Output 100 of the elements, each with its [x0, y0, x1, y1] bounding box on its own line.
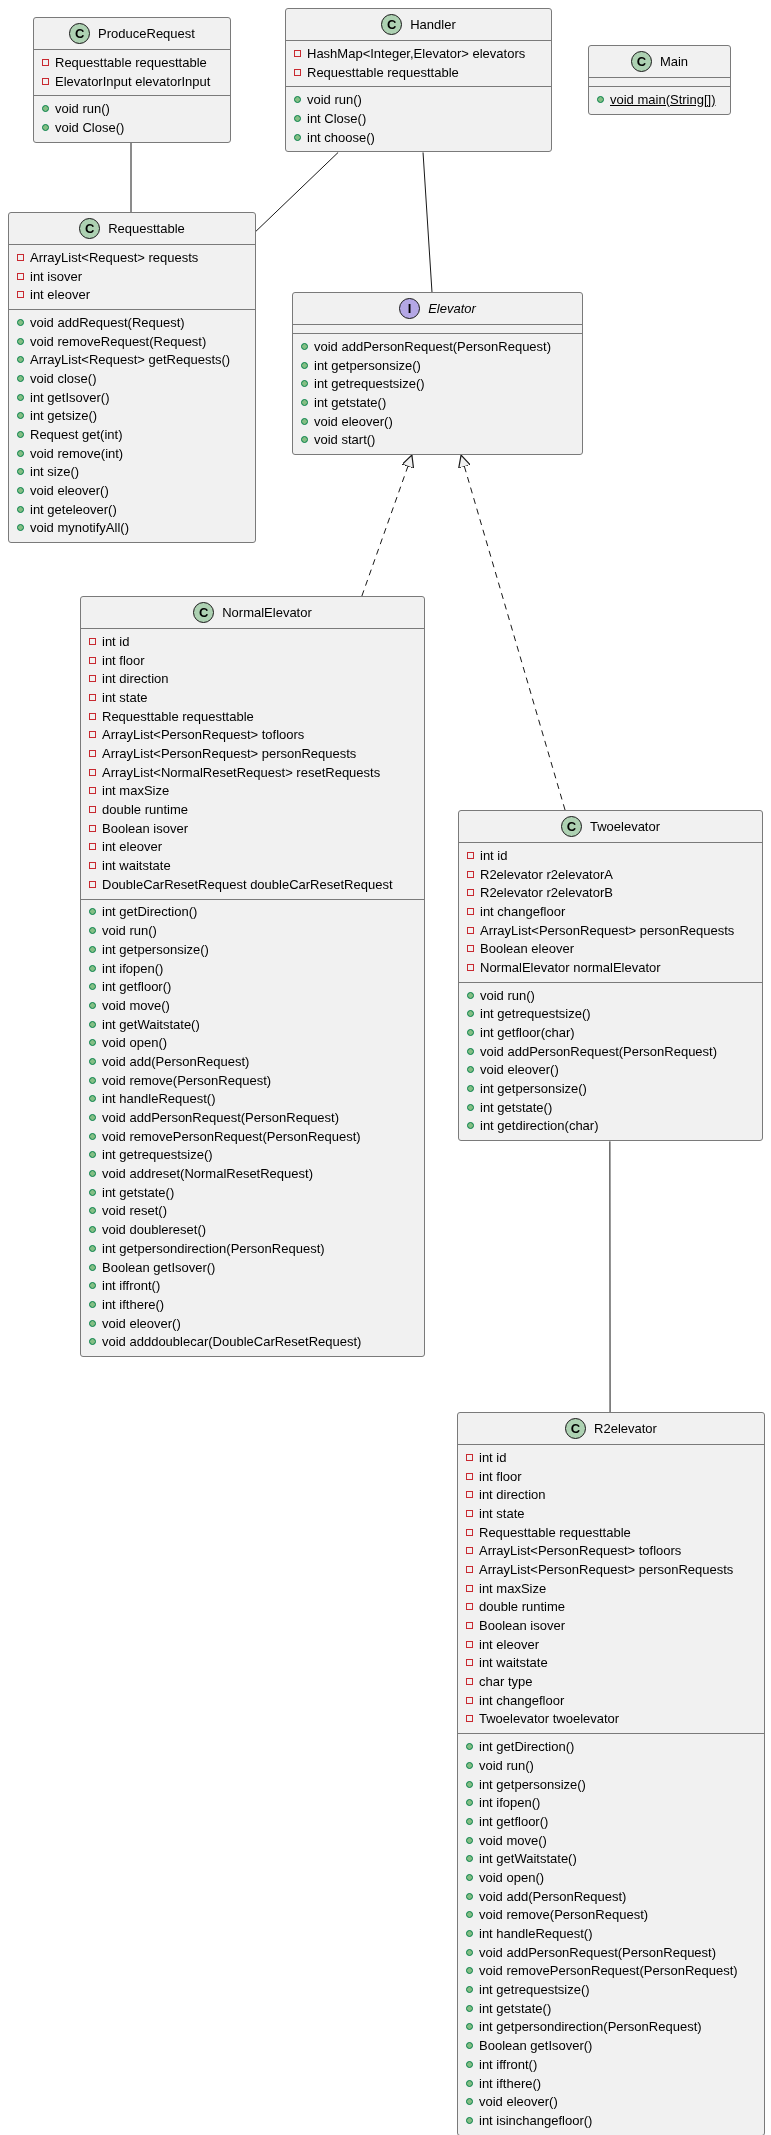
class-badge: C [381, 14, 403, 35]
method-label: int getWaitstate() [102, 1016, 200, 1032]
attribute-label: ElevatorInput elevatorInput [55, 73, 211, 89]
method-label: int isinchangefloor() [479, 2112, 593, 2128]
class-name: Handler [410, 17, 456, 32]
attribute-label: ArrayList<PersonRequest> tofloors [479, 1543, 682, 1559]
method-label: int handleRequest() [102, 1091, 216, 1107]
class-name: R2elevator [594, 1421, 657, 1436]
attribute-label: int floor [102, 652, 145, 668]
attribute-label: int isover [30, 268, 83, 284]
method-label: int ifthere() [479, 2075, 542, 2091]
class-name: Elevator [428, 301, 476, 316]
attribute-label: int eleover [30, 287, 90, 303]
method-label: int getstate() [480, 1099, 553, 1115]
method-label: int choose() [307, 129, 375, 145]
class-box [458, 810, 763, 1142]
method-label: void run() [55, 101, 110, 117]
method-label: void eleover() [30, 483, 109, 499]
attribute-label: int id [479, 1449, 507, 1465]
method-label: void addPersonRequest(PersonRequest) [102, 1110, 340, 1126]
attribute-label: R2elevator r2elevatorB [480, 885, 613, 901]
method-label: void open() [479, 1869, 545, 1885]
method-label: void add(PersonRequest) [479, 1888, 627, 1904]
method-label: int ifthere() [102, 1296, 165, 1312]
method-label: void start() [314, 432, 376, 448]
method-label: int getDirection() [479, 1739, 575, 1755]
method-label: int getfloor() [102, 979, 172, 995]
method-label: void addreset(NormalResetRequest) [102, 1166, 313, 1182]
association-line [255, 151, 339, 232]
method-label: void reset() [102, 1203, 168, 1219]
class-box [285, 8, 552, 153]
attribute-label: Requesttable requesttable [307, 64, 459, 80]
attribute-label: int id [480, 847, 508, 863]
method-label: void run() [307, 92, 362, 108]
method-label: void remove(PersonRequest) [479, 1907, 649, 1923]
class-badge: C [565, 1418, 587, 1439]
attribute-label: int waitstate [102, 858, 171, 874]
class-badge: C [630, 51, 652, 72]
method-label: void addRequest(Request) [30, 314, 185, 330]
method-label: void adddoublecar(DoubleCarResetRequest) [102, 1334, 362, 1350]
method-label: void move() [479, 1832, 547, 1848]
realization-arrow [361, 454, 415, 597]
method-label: int getrequestsize() [479, 1982, 590, 1998]
class-badge: C [193, 602, 215, 623]
class-name: Requesttable [108, 221, 185, 236]
attribute-label: ArrayList<PersonRequest> personRequests [102, 745, 357, 761]
method-label: void remove(int) [30, 445, 124, 461]
realization-arrow [458, 454, 566, 811]
attribute-label: int maxSize [102, 783, 170, 799]
method-label: int getpersonsize() [102, 941, 209, 957]
attribute-label: int state [102, 689, 148, 705]
attribute-label: DoubleCarResetRequest doubleCarResetRequest [102, 876, 393, 892]
method-label: int getfloor() [479, 1813, 549, 1829]
method-label: void addPersonRequest(PersonRequest) [314, 338, 552, 354]
attribute-label: int eleover [102, 839, 162, 855]
association-line [609, 1140, 611, 1413]
method-label: void main(String[]) [610, 91, 716, 107]
class-name: Main [659, 54, 689, 69]
method-label: int ifopen() [479, 1795, 541, 1811]
method-label: int Close() [307, 110, 367, 126]
method-label: int getstate() [314, 394, 387, 410]
attribute-label: int maxSize [479, 1580, 547, 1596]
method-label: int iffront() [479, 2056, 538, 2072]
method-label: int getpersonsize() [480, 1081, 587, 1097]
class-box [588, 45, 731, 115]
method-label: int geteleover() [30, 501, 117, 517]
method-label: void removeRequest(Request) [30, 333, 207, 349]
association-line [130, 142, 132, 213]
attribute-label: ArrayList<PersonRequest> personRequests [479, 1561, 734, 1577]
interface-badge: I [399, 298, 421, 319]
method-label: void remove(PersonRequest) [102, 1072, 272, 1088]
attribute-label: char type [479, 1674, 533, 1690]
attribute-label: ArrayList<PersonRequest> tofloors [102, 727, 305, 743]
attribute-label: int changefloor [480, 903, 566, 919]
method-label: int getpersonsize() [479, 1776, 586, 1792]
attribute-label: HashMap<Integer,Elevator> elevators [307, 45, 526, 61]
attribute-label: R2elevator r2elevatorA [480, 866, 613, 882]
method-label: int getDirection() [102, 904, 198, 920]
method-label: int getIsover() [30, 389, 110, 405]
method-label: int getstate() [102, 1184, 175, 1200]
class-box [80, 596, 425, 1358]
method-label: void addPersonRequest(PersonRequest) [479, 1944, 717, 1960]
attribute-label: int eleover [479, 1636, 539, 1652]
attribute-label: ArrayList<PersonRequest> personRequests [480, 922, 735, 938]
method-label: int size() [30, 464, 80, 480]
attribute-label: int state [479, 1505, 525, 1521]
method-label: int getsize() [30, 408, 98, 424]
class-badge: C [560, 816, 582, 837]
method-label: int getfloor(char) [480, 1025, 575, 1041]
method-label: Request get(int) [30, 427, 123, 443]
method-label: int iffront() [102, 1278, 161, 1294]
method-label: void doublereset() [102, 1222, 207, 1238]
method-label: void move() [102, 997, 170, 1013]
method-label: void add(PersonRequest) [102, 1053, 250, 1069]
attribute-label: Boolean isover [479, 1618, 565, 1634]
method-label: Boolean getIsover() [102, 1259, 216, 1275]
attribute-label: int floor [479, 1468, 522, 1484]
attribute-label: Requesttable requesttable [102, 708, 254, 724]
method-label: int getpersondirection(PersonRequest) [479, 2019, 702, 2035]
method-label: void eleover() [479, 2094, 558, 2110]
